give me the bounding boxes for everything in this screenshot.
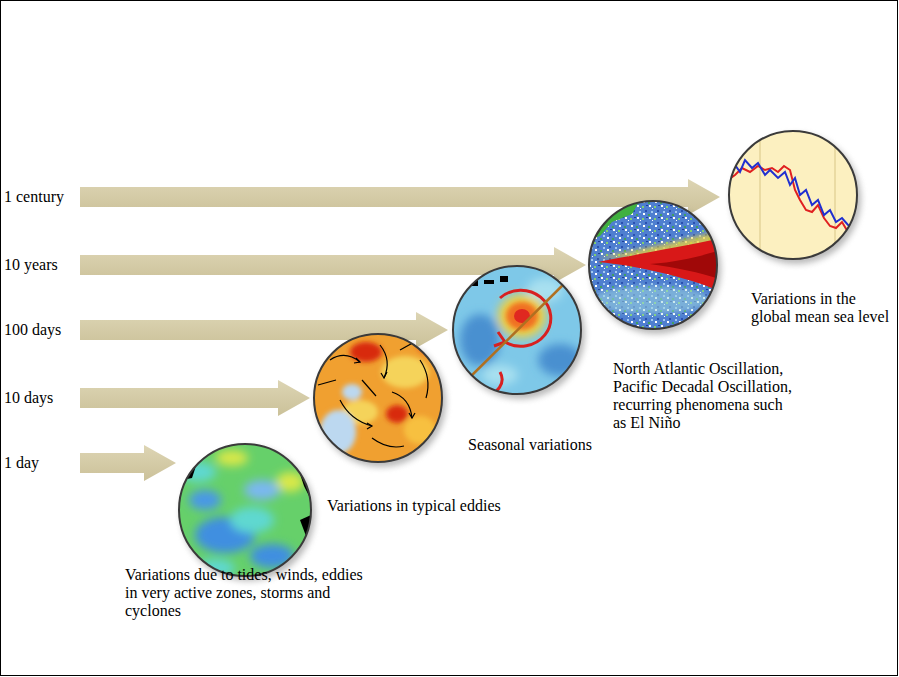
scale-caption: Variations in typical eddies (327, 497, 517, 515)
map-ground (310, 330, 450, 470)
map-ground (585, 198, 725, 333)
eddy-map (310, 330, 450, 470)
seasonal-circulation (466, 290, 551, 395)
eddy-patches (320, 335, 444, 454)
eddy-patch (381, 356, 429, 388)
eddy-patch (386, 405, 408, 423)
time-scale-label: 100 days (4, 321, 61, 339)
circle-border (179, 444, 311, 576)
illustration-circle: Variations in the global mean sea level (728, 130, 858, 260)
current-arrow (372, 438, 404, 447)
scale-caption: North Atlantic Oscillation, Pacific Deca… (613, 360, 796, 432)
el-nino-tongue (598, 238, 722, 292)
illustration-circle: Variations due to tides, winds, eddies i… (178, 443, 312, 577)
current-arrow (380, 345, 387, 378)
el-nino-map (585, 198, 725, 333)
circle-outline (313, 333, 443, 463)
eddy-patch (404, 416, 436, 444)
current-arrow (318, 380, 336, 385)
current-arrows (318, 340, 428, 447)
map-blob (250, 544, 294, 568)
current-arrow (340, 400, 372, 426)
ten-day-arrow (80, 380, 310, 416)
current-arrow (409, 413, 415, 418)
current-arrow (381, 372, 387, 378)
illustration-circle: Seasonal variations (452, 265, 582, 395)
circle-border (589, 201, 717, 329)
current-arrow (367, 423, 372, 429)
current-arrow (330, 355, 360, 362)
map-blob (230, 507, 274, 533)
seasonal-map (450, 262, 585, 397)
scale-caption: Variations in the global mean sea level (751, 290, 895, 326)
seasonal-patch (498, 294, 546, 338)
map-blob (244, 480, 280, 500)
map-ground (170, 435, 320, 585)
grid-line (759, 128, 761, 263)
circle-outline (588, 200, 718, 330)
land-mass (258, 435, 322, 502)
scale-caption: Variations due to tides, winds, eddies i… (125, 566, 373, 620)
eddy-patch (416, 335, 444, 355)
map-ground (450, 262, 585, 397)
illustration-circle: Variations in typical eddies (313, 333, 443, 463)
current-arrow (420, 360, 428, 398)
circle-outline (452, 265, 582, 395)
eddy-patch (342, 384, 362, 400)
sea-level-series (728, 160, 862, 228)
circle-border (314, 334, 442, 462)
time-scale-label: 10 days (4, 389, 53, 407)
circulation-arrow (500, 290, 551, 346)
map-blob (189, 490, 221, 510)
land-mass (588, 200, 640, 240)
day-arrow (80, 445, 176, 481)
seasonal-patch (538, 344, 582, 376)
circle-outline (728, 130, 858, 260)
sea-surface-map (170, 435, 322, 585)
chart-ground (725, 128, 865, 263)
circle-border (453, 266, 581, 394)
sea-level-chart (725, 128, 865, 263)
map-blob (216, 450, 248, 466)
circle-outline (178, 443, 312, 577)
scale-caption: Seasonal variations (468, 436, 608, 454)
el-nino-core (650, 250, 722, 280)
current-arrow (354, 358, 360, 363)
circle-border (729, 131, 857, 259)
illustration-circle: North Atlantic Oscillation, Pacific Deca… (588, 200, 718, 330)
current-arrow (362, 380, 376, 396)
seasonal-patch (460, 314, 500, 366)
land-mass (458, 276, 508, 286)
section-line (455, 270, 578, 392)
time-scale-label: 10 years (4, 256, 58, 274)
time-scale-label: 1 century (4, 188, 64, 206)
sea-level-series (728, 166, 862, 232)
time-scale-label: 1 day (4, 454, 39, 472)
